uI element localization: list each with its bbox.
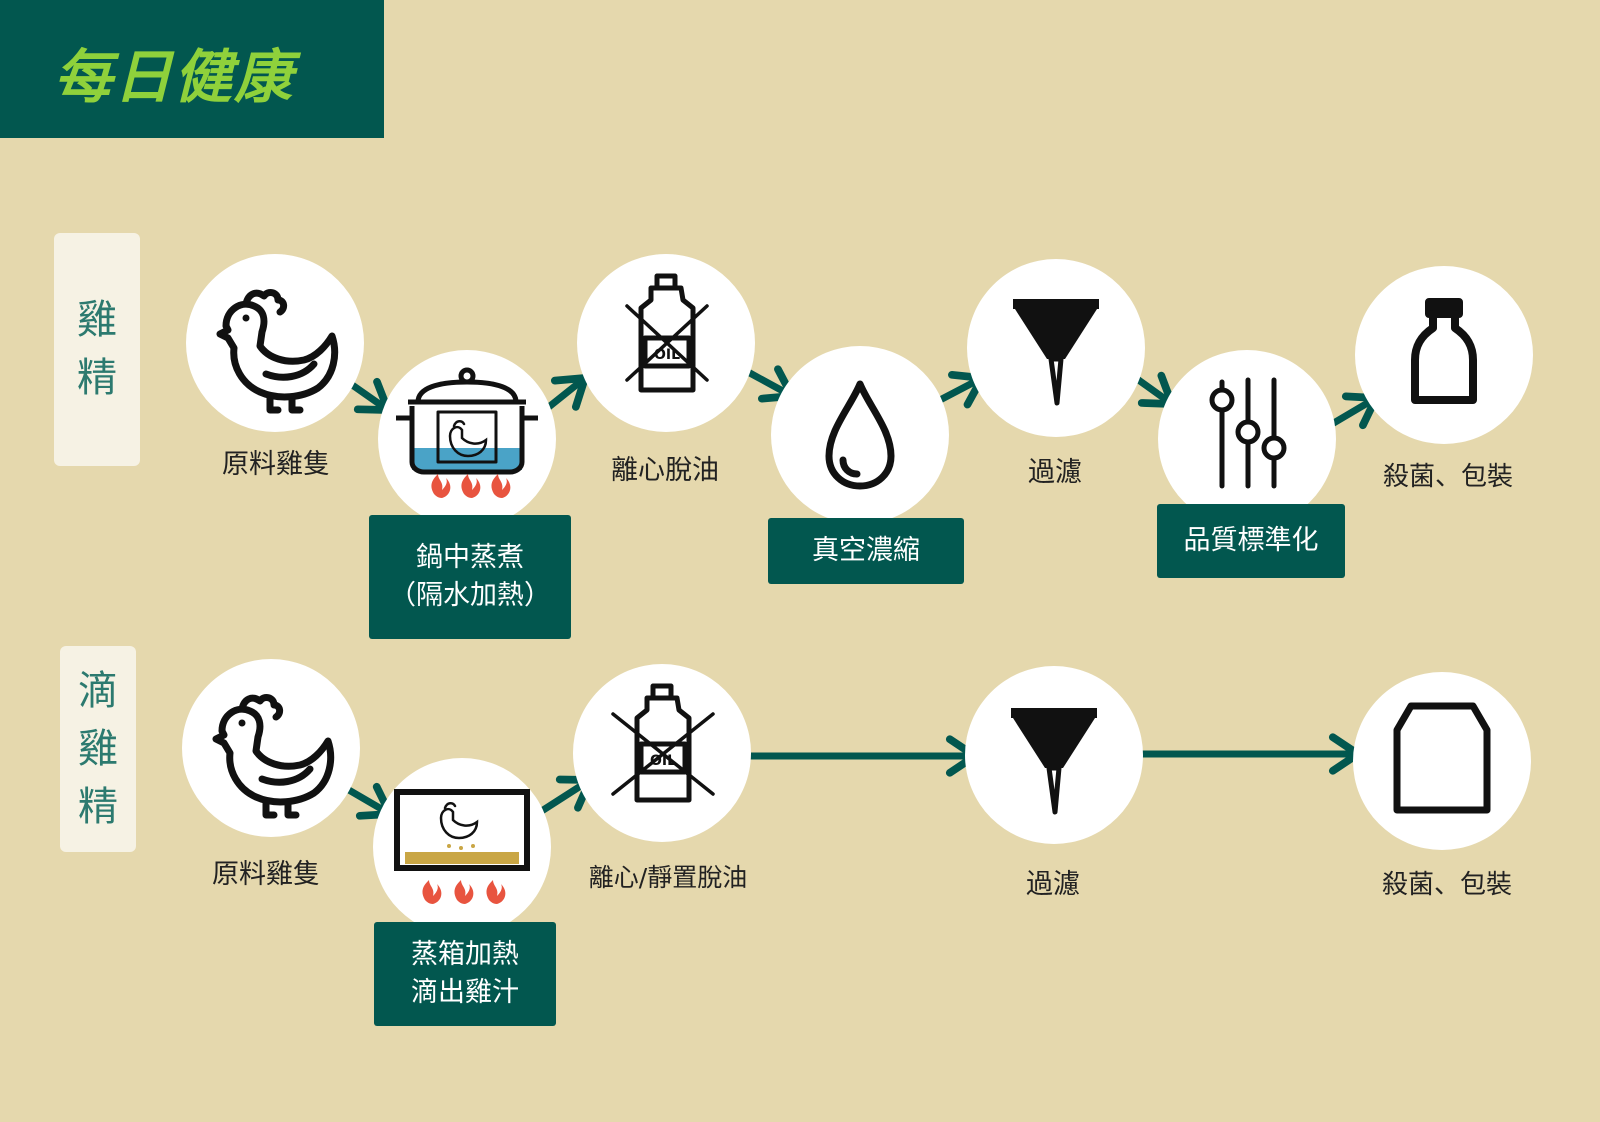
- category-char: 精: [77, 355, 117, 401]
- brand-header: 每日健康: [0, 0, 384, 138]
- no-oil-icon: OIL: [611, 683, 715, 803]
- step-label-sterilize-pack: 殺菌、包裝: [1382, 462, 1514, 492]
- step-circle-centrifuge-oil: OIL: [573, 664, 751, 842]
- steam-box-icon: [394, 789, 530, 904]
- steaming-pot-icon: [396, 367, 538, 498]
- sliders-icon: [1209, 377, 1287, 489]
- step-label-centrifuge-oil: 離心/靜置脫油: [588, 863, 748, 892]
- drop-icon: [825, 380, 895, 490]
- step-label-filter: 過濾: [1026, 869, 1080, 900]
- brand-title: 每日健康: [54, 43, 295, 111]
- box-line: 鍋中蒸煮: [416, 542, 524, 573]
- step-label-raw-chicken: 原料雞隻: [212, 859, 320, 890]
- chicken-icon: [216, 289, 339, 414]
- step-label-sterilize-pack: 殺菌、包裝: [1381, 870, 1513, 900]
- step-circle-centrifuge-oil: OIL: [577, 254, 755, 432]
- step-circle-vacuum-concentrate: [771, 346, 949, 524]
- step-circle-pot-steaming: [378, 350, 556, 528]
- category-char: 雞: [78, 726, 118, 772]
- jar-icon: [1393, 702, 1491, 814]
- category-char: 滴: [78, 668, 118, 714]
- box-line: 真空濃縮: [812, 535, 920, 566]
- step-circle-filter: [965, 666, 1143, 844]
- box-line: 蒸箱加熱: [411, 939, 519, 970]
- category-label-chicken-essence: 雞 精: [54, 233, 140, 466]
- step-circle-raw-chicken: [186, 254, 364, 432]
- step-circle-raw-chicken: [182, 659, 360, 837]
- step-box-steam-box: 蒸箱加熱 滴出雞汁: [374, 922, 556, 1026]
- step-box-pot-steaming: 鍋中蒸煮 （隔水加熱）: [369, 515, 571, 639]
- category-char: 精: [78, 784, 118, 830]
- step-circle-sterilize-pack: [1353, 672, 1531, 850]
- step-circle-steam-box: [373, 758, 551, 936]
- funnel-icon: [1011, 708, 1097, 815]
- step-circle-sterilize-pack: [1355, 266, 1533, 444]
- step-label-centrifuge-oil: 離心脫油: [611, 455, 719, 486]
- step-box-quality-standardize: 品質標準化: [1157, 504, 1345, 578]
- chicken-icon: [212, 694, 335, 819]
- step-box-vacuum-concentrate: 真空濃縮: [768, 518, 964, 584]
- step-circle-quality-standardize: [1158, 350, 1336, 528]
- box-line: 品質標準化: [1183, 525, 1319, 556]
- box-line: （隔水加熱）: [389, 580, 551, 611]
- funnel-icon: [1013, 299, 1099, 406]
- category-label-drip-chicken-essence: 滴 雞 精: [60, 646, 136, 852]
- no-oil-icon: OIL: [625, 273, 709, 393]
- step-circle-filter: [967, 259, 1145, 437]
- step-label-raw-chicken: 原料雞隻: [222, 449, 330, 480]
- step-label-filter: 過濾: [1028, 457, 1082, 488]
- category-char: 雞: [77, 297, 117, 343]
- bottle-icon: [1411, 298, 1477, 404]
- box-line: 滴出雞汁: [411, 977, 519, 1008]
